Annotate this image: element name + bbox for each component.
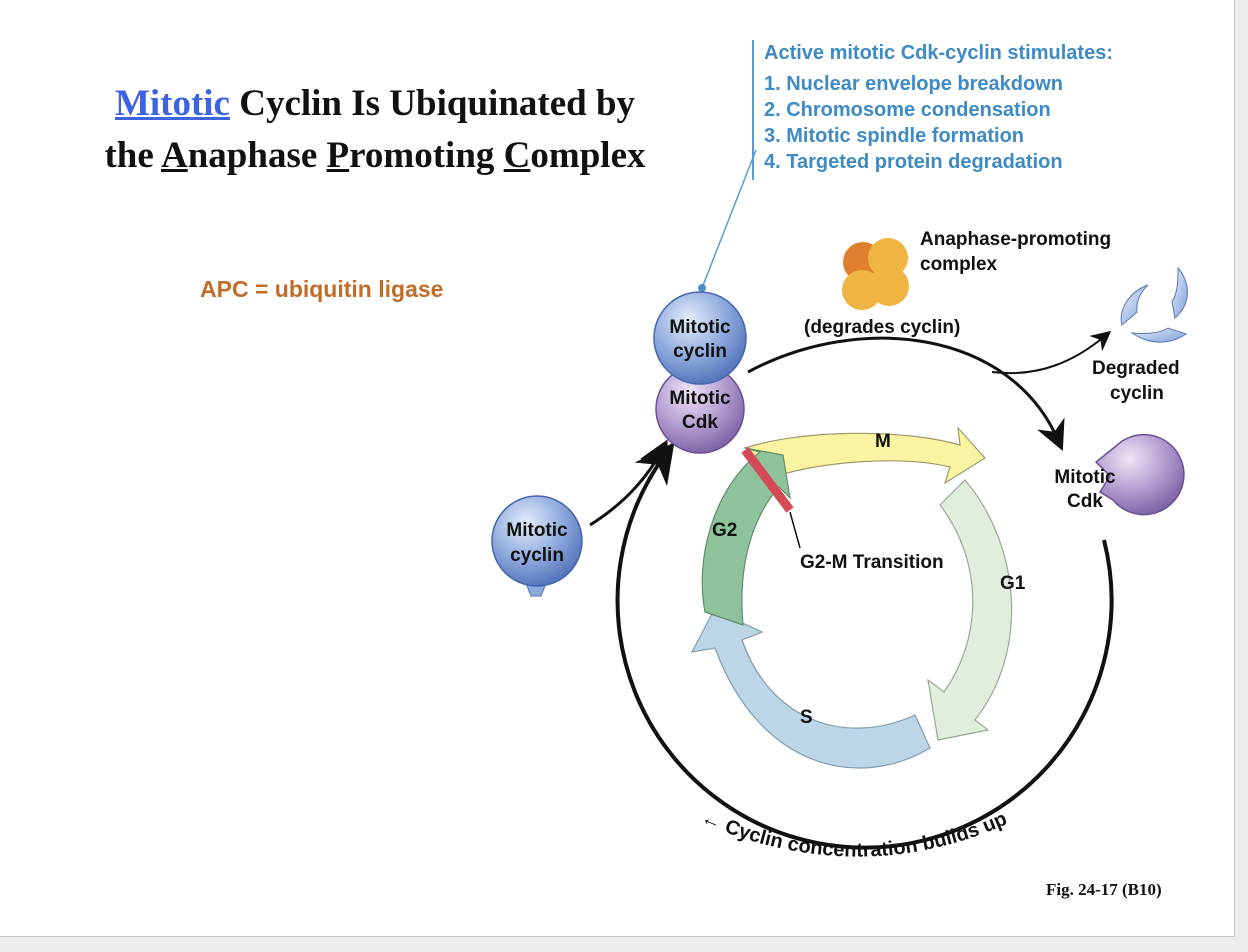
note-item: 3. Mitotic spindle formation bbox=[764, 125, 1025, 147]
note-bar bbox=[752, 40, 754, 180]
slide: Mitotic Cyclin Is Ubiquinated by the Ana… bbox=[0, 0, 1235, 937]
cdk-top-line2: Cdk bbox=[682, 412, 718, 433]
title-letter-a: A bbox=[161, 135, 188, 176]
apc-definition: APC = ubiquitin ligase bbox=[200, 276, 444, 302]
phase-s-label: S bbox=[800, 707, 813, 728]
cell-cycle-diagram: M G1 S G2 G2-M Transition Anaphase-promo… bbox=[491, 149, 1188, 862]
note-item: 4. Targeted protein degradation bbox=[764, 151, 1063, 173]
phase-m-arrow bbox=[743, 426, 986, 485]
stimulates-note: Active mitotic Cdk-cyclin stimulates: 1.… bbox=[764, 40, 1204, 175]
degraded-label-line2: cyclin bbox=[1110, 383, 1164, 404]
cyclin-left-line1: Mitotic bbox=[506, 520, 568, 541]
cyclin-top-line2: cyclin bbox=[673, 341, 727, 362]
degrades-label: (degrades cyclin) bbox=[804, 317, 960, 338]
transition-label: G2-M Transition bbox=[800, 552, 944, 573]
apc-complex-icon bbox=[842, 238, 909, 310]
mitotic-cdk-right bbox=[1094, 433, 1185, 516]
cdk-top-line1: Mitotic bbox=[669, 388, 731, 409]
title-word-complex: omplex bbox=[530, 135, 646, 176]
phase-g2-arrow bbox=[701, 447, 791, 626]
cyclin-left-line2: cyclin bbox=[510, 545, 564, 566]
title-letter-c: C bbox=[503, 135, 531, 176]
cyclin-top-line1: Mitotic bbox=[669, 317, 731, 338]
g2m-pointer-line bbox=[789, 511, 801, 549]
phase-g1-arrow bbox=[927, 479, 1013, 741]
apc-name-line2: complex bbox=[920, 254, 998, 275]
note-item: 2. Chromosome condensation bbox=[764, 99, 1051, 121]
cyclin-binding-arrow bbox=[589, 439, 668, 527]
cdk-right-line1: Mitotic bbox=[1054, 467, 1116, 488]
note-item: 1. Nuclear envelope breakdown bbox=[764, 73, 1063, 95]
title-line2-prefix: the bbox=[104, 135, 161, 176]
figure-label: Fig. 24-17 (B10) bbox=[1046, 880, 1162, 899]
degraded-cyclin-arrow bbox=[991, 330, 1112, 375]
phase-m-label: M bbox=[875, 431, 891, 452]
title-word-promoting: romoting bbox=[349, 135, 504, 176]
note-heading: Active mitotic Cdk-cyclin stimulates: bbox=[764, 42, 1113, 64]
g2m-transition-bar bbox=[741, 447, 794, 513]
title-letter-p: P bbox=[326, 135, 350, 176]
degraded-cyclin-icon bbox=[1120, 266, 1188, 343]
mitotic-cyclin-top bbox=[653, 291, 747, 385]
phase-g1-label: G1 bbox=[1000, 573, 1026, 594]
phase-s-arrow bbox=[690, 609, 931, 769]
mitotic-cyclin-left bbox=[491, 495, 583, 597]
apc-name-line1: Anaphase-promoting bbox=[920, 229, 1111, 250]
degraded-label-line1: Degraded bbox=[1092, 358, 1180, 379]
mitotic-link[interactable]: Mitotic bbox=[114, 83, 230, 124]
slide-title: Mitotic Cyclin Is Ubiquinated by the Ana… bbox=[30, 78, 720, 182]
cdk-right-line2: Cdk bbox=[1067, 491, 1103, 512]
degradation-arrow bbox=[747, 336, 1065, 451]
outer-cycle-arrow bbox=[615, 442, 1114, 850]
title-word-anaphase: naphase bbox=[187, 135, 327, 176]
cyclin-cdk-complex bbox=[653, 291, 747, 454]
note-pointer-line bbox=[701, 149, 757, 289]
note-pointer-dot bbox=[698, 284, 706, 292]
phase-g2-label: G2 bbox=[712, 520, 737, 541]
title-line1-rest: Cyclin Is Ubiquinated by bbox=[229, 83, 636, 124]
